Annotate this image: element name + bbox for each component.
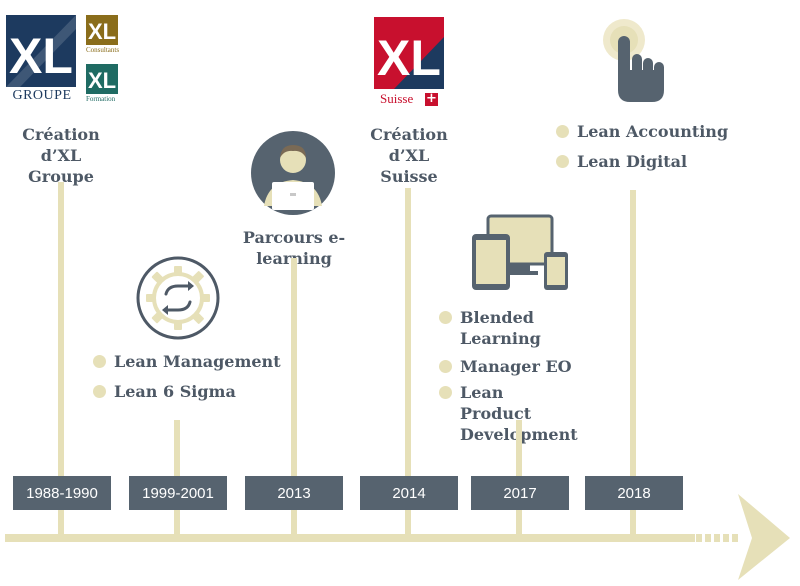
svg-text:XL: XL [88,68,116,93]
timeline-axis [5,534,695,542]
xl-formation-logo: XL Formation [86,64,120,106]
svg-text:XL: XL [377,30,441,86]
bullets-2017: Blended Learning Manager EO Lean Product… [439,307,619,454]
connector-2018 [630,190,636,538]
svg-text:XL: XL [88,19,116,44]
year-box-2017: 2017 [471,476,569,510]
list-item: Manager EO [439,356,619,377]
year-box-1988-1990: 1988-1990 [13,476,111,510]
svg-text:XL: XL [9,28,73,84]
devices-icon [472,214,568,290]
xl-formation-mark: XL [86,64,118,94]
swiss-cross-icon: + [425,91,438,106]
arrow-right-icon [696,494,790,580]
list-item: Lean Digital [556,151,736,172]
list-item: Lean Accounting [556,121,736,142]
gear-cycle-icon [136,256,220,340]
connector-2014 [405,188,411,538]
consultants-wordmark: Consultants [86,46,120,54]
list-item: Blended Learning [439,307,619,349]
groupe-wordmark: GROUPE [12,88,72,103]
caption-creation-xl-groupe: Création d’XL Groupe [22,125,100,186]
person-laptop-icon [251,131,335,215]
year-box-2013: 2013 [245,476,343,510]
list-item: Lean 6 Sigma [93,381,283,402]
list-item: Lean Product Development [439,382,578,445]
xl-consultants-mark: XL [86,15,118,45]
formation-wordmark: Formation [86,95,116,103]
bullets-2018: Lean Accounting Lean Digital [556,121,736,181]
xl-groupe-mark: XL [6,15,76,87]
caption-parcours-elearning: Parcours e-learning [242,228,346,268]
bullets-1999-2001: Lean Management Lean 6 Sigma [93,351,283,411]
connector-2013 [291,258,297,538]
xl-suisse-mark: XL [374,17,444,89]
connector-1988-1990 [58,182,64,538]
year-box-1999-2001: 1999-2001 [129,476,227,510]
touch-hand-icon [603,19,664,102]
year-box-2018: 2018 [585,476,683,510]
caption-creation-xl-suisse: Création d’XL Suisse [370,125,448,186]
suisse-wordmark: Suisse [380,91,414,106]
xl-consultants-logo: XL Consultants [86,15,120,57]
xl-suisse-logo: XL Suisse + [374,17,444,107]
list-item: Lean Management [93,351,283,372]
year-box-2014: 2014 [360,476,458,510]
xl-groupe-logo: XL GROUPE [6,15,76,107]
